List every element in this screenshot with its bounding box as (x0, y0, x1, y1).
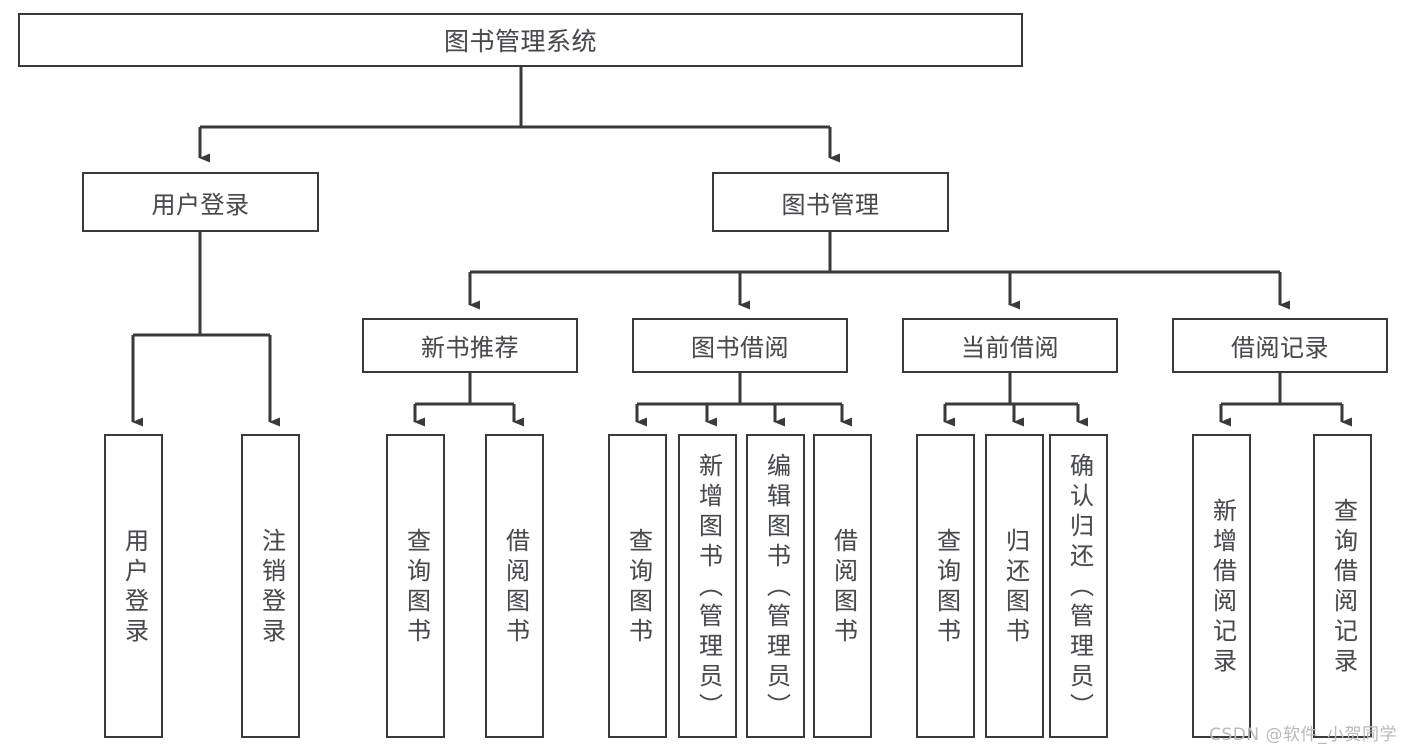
leaf-book-borrow-4-label: 借阅图书 (829, 528, 858, 648)
leaf-book-borrow-2[interactable]: 新增图书（管理员） (678, 434, 737, 738)
leaf-borrow-record-1[interactable]: 新增借阅记录 (1192, 434, 1251, 738)
leaf-new-book-2-label: 借阅图书 (501, 528, 530, 648)
node-borrow-record[interactable]: 借阅记录 (1172, 318, 1388, 373)
node-root[interactable]: 图书管理系统 (18, 13, 1023, 67)
leaf-new-book-2[interactable]: 借阅图书 (485, 434, 544, 738)
leaf-current-borrow-1[interactable]: 查询图书 (916, 434, 975, 738)
leaf-new-book-1[interactable]: 查询图书 (386, 434, 445, 738)
node-book-manage[interactable]: 图书管理 (712, 172, 949, 232)
leaf-user-login-1-label: 用户登录 (120, 528, 149, 648)
leaf-book-borrow-4[interactable]: 借阅图书 (813, 434, 872, 738)
node-book-manage-label: 图书管理 (781, 190, 880, 219)
leaf-current-borrow-3[interactable]: 确认归还（管理员） (1049, 434, 1108, 738)
node-root-label: 图书管理系统 (443, 27, 597, 56)
leaf-current-borrow-2[interactable]: 归还图书 (985, 434, 1044, 738)
node-user-login[interactable]: 用户登录 (82, 172, 319, 232)
node-current-borrow-label: 当前借阅 (961, 334, 1059, 362)
leaf-current-borrow-2-label: 归还图书 (1001, 528, 1030, 648)
leaf-current-borrow-3-label: 确认归还（管理员） (1065, 453, 1094, 723)
leaf-borrow-record-2[interactable]: 查询借阅记录 (1313, 434, 1372, 738)
node-borrow-record-label: 借阅记录 (1231, 334, 1329, 362)
leaf-book-borrow-1[interactable]: 查询图书 (608, 434, 667, 738)
leaf-current-borrow-1-label: 查询图书 (932, 528, 961, 648)
node-book-borrow[interactable]: 图书借阅 (632, 318, 848, 373)
leaf-user-login-1[interactable]: 用户登录 (104, 434, 163, 738)
leaf-user-login-2[interactable]: 注销登录 (241, 434, 300, 738)
node-book-borrow-label: 图书借阅 (691, 334, 789, 362)
node-new-book-label: 新书推荐 (421, 334, 519, 362)
leaf-book-borrow-3-label: 编辑图书（管理员） (762, 453, 791, 723)
leaf-book-borrow-1-label: 查询图书 (624, 528, 653, 648)
leaf-new-book-1-label: 查询图书 (402, 528, 431, 648)
node-new-book[interactable]: 新书推荐 (362, 318, 578, 373)
node-user-login-label: 用户登录 (151, 190, 250, 219)
node-current-borrow[interactable]: 当前借阅 (902, 318, 1118, 373)
leaf-book-borrow-3[interactable]: 编辑图书（管理员） (746, 434, 805, 738)
leaf-book-borrow-2-label: 新增图书（管理员） (694, 453, 723, 723)
leaf-user-login-2-label: 注销登录 (257, 528, 286, 648)
leaf-borrow-record-1-label: 新增借阅记录 (1208, 498, 1237, 678)
leaf-borrow-record-2-label: 查询借阅记录 (1329, 498, 1358, 678)
